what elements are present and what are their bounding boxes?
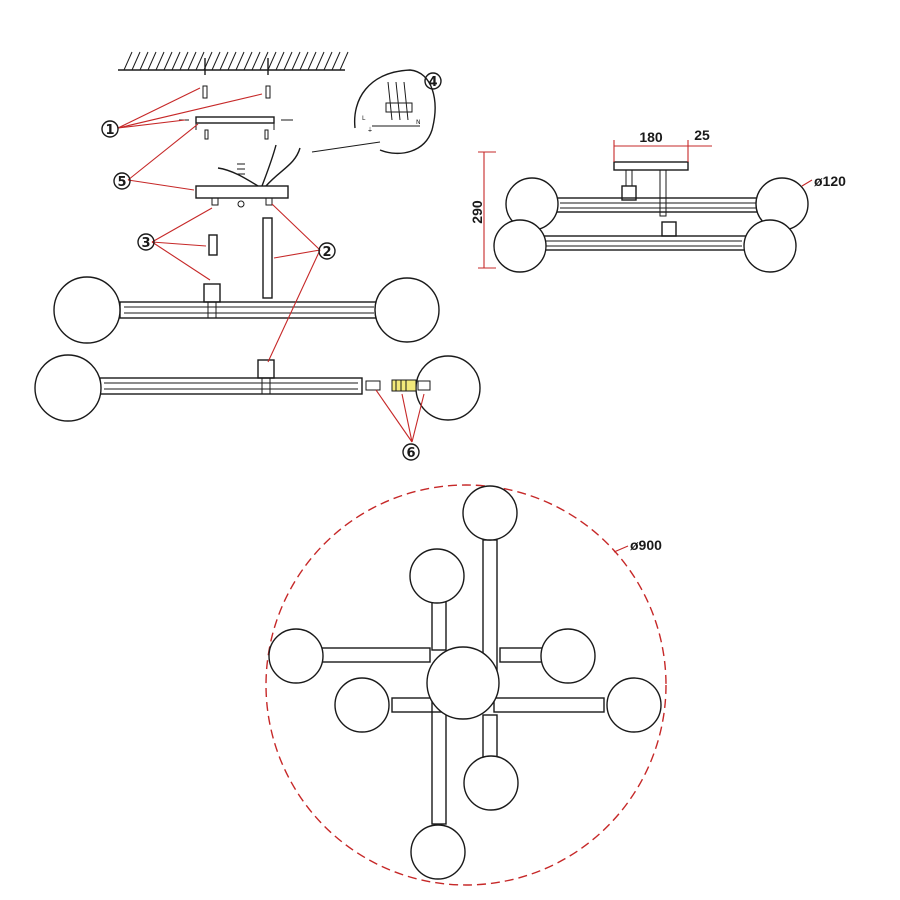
hatch-mark (155, 51, 165, 71)
wall-anchors (202, 58, 271, 99)
hatch-mark (259, 51, 269, 71)
globe (415, 355, 481, 421)
hatch-mark (179, 51, 189, 71)
hatch-mark (123, 51, 133, 71)
supply-wires (217, 144, 301, 187)
rod-pieces (208, 217, 273, 299)
exploded-view: L ⏚ N (34, 51, 481, 461)
hatch-mark (211, 51, 221, 71)
globe (268, 628, 324, 684)
dimension-offset: 25 (694, 127, 710, 143)
wire-earth-label: ⏚ (367, 127, 373, 134)
upper-arm (53, 276, 440, 344)
hatch-mark (131, 51, 141, 71)
callout-3: 3 (137, 233, 155, 251)
center-globe (426, 646, 500, 720)
hatch-mark (267, 51, 277, 71)
globe (463, 755, 519, 811)
hatch-mark (195, 51, 205, 71)
hatch-mark (291, 51, 301, 71)
hatch-mark (139, 51, 149, 71)
hatch-mark (307, 51, 317, 71)
wiring-detail: L ⏚ N (311, 69, 436, 154)
callout-6-label: 6 (406, 446, 415, 461)
hatch-mark (235, 51, 245, 71)
mounting-bracket (179, 116, 293, 140)
side-canopy (613, 161, 689, 171)
globe (53, 276, 121, 344)
side-view: 180 25 290 ø120 (469, 127, 846, 273)
hatch-mark (315, 51, 325, 71)
callout-1-label: 1 (105, 123, 114, 138)
hatch-mark (243, 51, 253, 71)
dimension-height: 290 (469, 200, 485, 224)
hatch-mark (299, 51, 309, 71)
lower-arm (34, 354, 481, 422)
globe (409, 548, 465, 604)
dimension-overall: ø900 (630, 537, 662, 553)
hatch-mark (227, 51, 237, 71)
lamp-connector (391, 379, 417, 392)
hatch-mark (323, 51, 333, 71)
overall-diameter-circle (265, 484, 667, 886)
callout-1: 1 (101, 120, 119, 138)
dimension-globe: ø120 (814, 173, 846, 189)
callout-3-label: 3 (141, 236, 150, 251)
ceiling-hatch (118, 51, 349, 71)
callout-5-label: 5 (117, 175, 126, 190)
hatch-mark (187, 51, 197, 71)
wire-live-label: L (362, 115, 366, 122)
globe (462, 485, 518, 541)
hatch-mark (219, 51, 229, 71)
hatch-mark (331, 51, 341, 71)
callout-6: 6 (402, 443, 420, 461)
callout-4: 4 (424, 72, 442, 90)
plan-globes (268, 485, 662, 880)
hatch-mark (147, 51, 157, 71)
globe (743, 219, 797, 273)
hatch-mark (275, 51, 285, 71)
canopy (195, 185, 289, 208)
wire-neutral-label: N (416, 119, 421, 126)
hatch-mark (339, 51, 349, 71)
globe (410, 824, 466, 880)
globe (374, 277, 440, 343)
globe (606, 677, 662, 733)
dimension-width: 180 (639, 129, 663, 145)
leader-lines (117, 87, 425, 443)
globe (334, 677, 390, 733)
hatch-mark (283, 51, 293, 71)
callout-2: 2 (318, 242, 336, 260)
hatch-mark (171, 51, 181, 71)
hatch-mark (251, 51, 261, 71)
callout-4-label: 4 (428, 75, 437, 90)
plan-view: ø900 (265, 484, 667, 886)
globe (540, 628, 596, 684)
callout-2-label: 2 (322, 245, 331, 260)
globe (34, 354, 102, 422)
hatch-mark (163, 51, 173, 71)
globe (493, 219, 547, 273)
callout-5: 5 (113, 172, 131, 190)
